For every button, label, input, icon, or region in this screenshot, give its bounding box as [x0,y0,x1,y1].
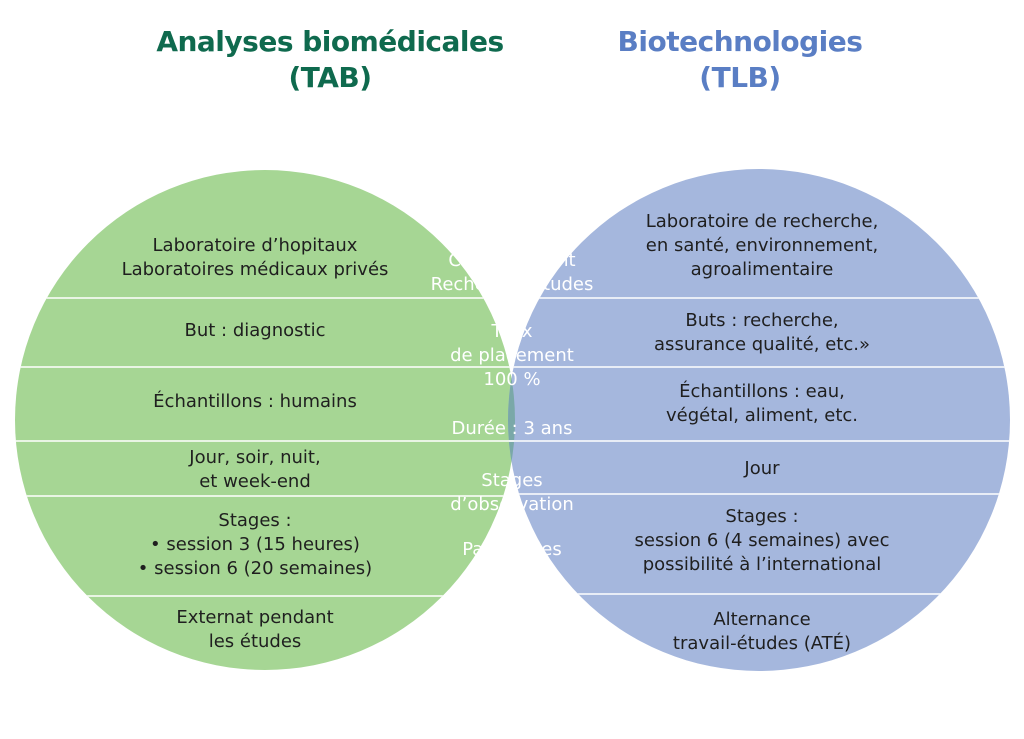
text-line: travail-études (ATÉ) [672,633,852,654]
tab-schedule: Jour, soir, nuit, et week-end [110,446,400,494]
text-line: les études [208,631,302,652]
tab-circle [15,170,515,670]
text-line: Durée : 3 ans [451,418,573,439]
tlb-workplaces: Laboratoire de recherche, en santé, envi… [612,210,912,282]
tab-goal: But : diagnostic [110,319,400,343]
tab-externship: Externat pendant les études [110,606,400,654]
text-line: Stages : [218,510,292,531]
tab-samples: Échantillons : humains [110,390,400,414]
text-line: agroalimentaire [690,259,834,280]
text-line: végétal, aliment, etc. [665,405,859,426]
text-line: • session 6 (20 semaines) [137,558,373,579]
text-line: en santé, environnement, [645,235,879,256]
text-line: Passerelles [462,539,562,560]
text-line: DEC-BAC [471,563,553,584]
tlb-title-line2: (TLB) [699,61,781,94]
tlb-alternance: Alternance travail-études (ATÉ) [612,608,912,656]
text-line: 100 % [483,369,541,390]
text-line: Recherche-Études [430,274,594,295]
tlb-samples: Échantillons : eau, végétal, aliment, et… [612,380,912,428]
text-line: Taux [491,321,533,342]
tab-workplaces: Laboratoire d’hopitaux Laboratoires médi… [110,234,400,282]
text-line: Jour [744,458,780,479]
text-line: d’observation [450,494,574,515]
text-line: Échantillons : eau, [679,381,845,402]
text-line: Alternance [713,609,811,630]
text-line: Cheminement [448,250,576,271]
shared-observation-internships: Stages d’observation [412,469,612,517]
text-line: possibilité à l’international [642,554,882,575]
tab-internships: Stages : • session 3 (15 heures) • sessi… [110,509,400,581]
text-line: Jour, soir, nuit, [189,447,321,468]
text-line: Stages [481,470,543,491]
text-line: Laboratoires médicaux privés [121,259,389,280]
text-line: Buts : recherche, [685,310,839,331]
divider-lines [15,297,1010,597]
tlb-goals: Buts : recherche, assurance qualité, etc… [612,309,912,357]
shared-placement-rate: Taux de placement 100 % [412,320,612,392]
shared-duration: Durée : 3 ans [412,417,612,441]
tlb-schedule: Jour [612,457,912,481]
text-line: session 6 (4 semaines) avec [634,530,890,551]
tab-title-line2: (TAB) [288,61,372,94]
shared-bridges: Passerelles DEC-BAC [412,538,612,586]
shared-pathway: Cheminement Recherche-Études [412,249,612,297]
tlb-circle [508,169,1010,671]
text-line: Laboratoire d’hopitaux [152,235,358,256]
tlb-title-line1: Biotechnologies [617,25,863,58]
tlb-title: Biotechnologies (TLB) [540,24,940,96]
text-line: But : diagnostic [184,320,326,341]
text-line: de placement [450,345,574,366]
text-line: Échantillons : humains [153,391,357,412]
text-line: assurance qualité, etc.» [654,334,870,355]
text-line: • session 3 (15 heures) [150,534,360,555]
text-line: et week-end [199,471,311,492]
text-line: Stages : [725,506,799,527]
tab-title: Analyses biomédicales (TAB) [90,24,570,96]
text-line: Externat pendant [176,607,334,628]
tlb-internships: Stages : session 6 (4 semaines) avec pos… [612,505,912,577]
text-line: Laboratoire de recherche, [645,211,879,232]
tab-title-line1: Analyses biomédicales [156,25,504,58]
